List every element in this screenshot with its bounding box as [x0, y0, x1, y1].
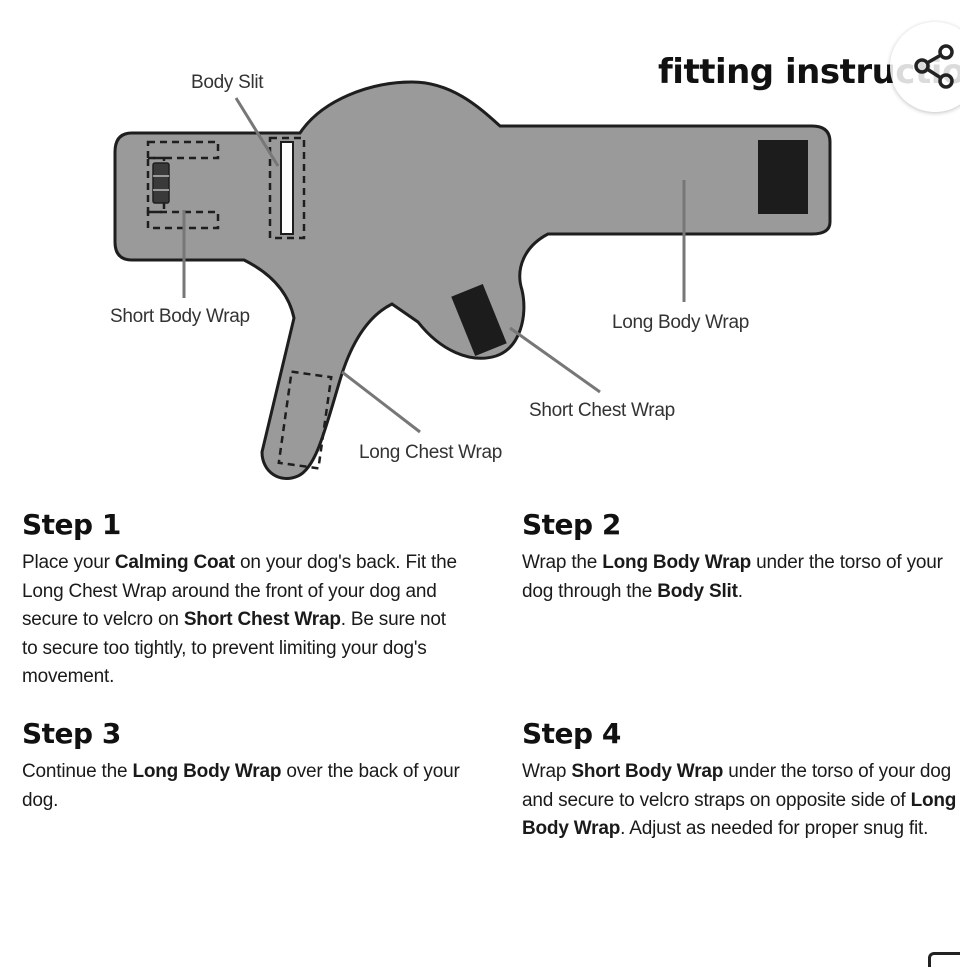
short-chest-wrap-leader: [509, 326, 601, 394]
share-button[interactable]: [890, 22, 960, 112]
step-4-text: Wrap Short Body Wrap under the torso of …: [522, 758, 958, 844]
label-long-chest-wrap: Long Chest Wrap: [359, 442, 503, 463]
text-run: under the torso of your dog and secure t…: [522, 761, 951, 811]
step-1-title: Step 1: [22, 508, 121, 541]
bold-text: Long Body Wrap: [522, 789, 957, 840]
text-run: . Be sure not to secure too tightly, to …: [22, 609, 446, 687]
coat-shape: [113, 80, 832, 480]
step-4: Step 4 Wrap Short Body Wrap under the to…: [522, 717, 958, 844]
text-run: under the torso of your dog through the: [522, 552, 943, 602]
long-chest-wrap-leader: [341, 370, 421, 434]
step-1-text: Place your Calming Coat on your dog's ba…: [22, 549, 462, 692]
buckle: [152, 162, 170, 204]
step-2-text: Wrap the Long Body Wrap under the torso …: [522, 549, 958, 606]
text-run: . Adjust as needed for proper snug fit.: [620, 818, 929, 839]
label-long-body-wrap: Long Body Wrap: [612, 312, 749, 333]
label-body-slit: Body Slit: [191, 72, 264, 93]
step-2-title: Step 2: [522, 508, 621, 541]
text-run: .: [737, 580, 743, 602]
text-run: Wrap: [522, 761, 572, 782]
long-body-wrap-velcro: [758, 140, 808, 214]
bold-text: Short Body Wrap: [571, 761, 724, 782]
bold-text: Long Body Wrap: [132, 761, 282, 782]
bold-text: Body Slit: [657, 580, 738, 602]
body-slit-leader: [234, 97, 280, 167]
step-3: Step 3 Continue the Long Body Wrap over …: [22, 717, 462, 815]
step-3-text: Continue the Long Body Wrap over the bac…: [22, 758, 462, 815]
body-slit-outline: [268, 136, 306, 240]
short-body-wrap-top-patch: [146, 140, 220, 160]
coat-diagram: [113, 80, 832, 480]
bold-text: Calming Coat: [114, 552, 235, 573]
text-run: Wrap the: [522, 552, 603, 573]
long-chest-wrap-patch: [277, 370, 333, 470]
step-3-title: Step 3: [22, 717, 121, 750]
label-short-chest-wrap: Short Chest Wrap: [529, 400, 675, 421]
bold-text: Long Body Wrap: [602, 552, 752, 573]
bold-text: Short Chest Wrap: [183, 609, 341, 630]
label-short-body-wrap: Short Body Wrap: [110, 306, 250, 327]
body-slit: [280, 141, 294, 235]
text-run: over the back of your dog.: [22, 761, 460, 811]
step-4-title: Step 4: [522, 717, 621, 750]
short-chest-wrap-velcro: [451, 283, 507, 357]
text-run: on your dog's back. Fit the Long Chest W…: [22, 552, 457, 630]
share-icon: [914, 44, 954, 89]
step-1: Step 1 Place your Calming Coat on your d…: [22, 508, 462, 692]
step-2: Step 2 Wrap the Long Body Wrap under the…: [522, 508, 958, 606]
text-run: Place your: [22, 552, 115, 573]
text-run: Continue the: [22, 761, 133, 782]
